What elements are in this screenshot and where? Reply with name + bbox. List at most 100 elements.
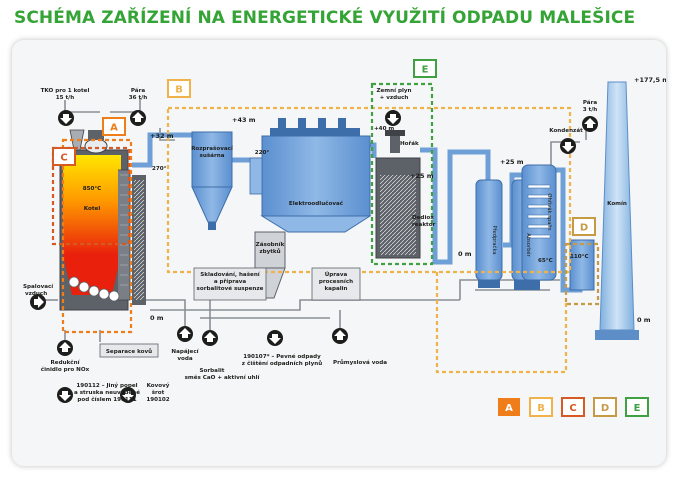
arrow-down-icon [58, 110, 74, 126]
svg-text:Zásobník: Zásobník [256, 241, 285, 248]
svg-text:sorbalitové suspenze: sorbalitové suspenze [197, 285, 264, 292]
svg-text:Dediox: Dediox [412, 215, 434, 221]
svg-text:Absorbér: Absorbér [525, 233, 532, 257]
svg-text:3 t/h: 3 t/h [583, 107, 598, 113]
boiler-kotel [59, 129, 146, 311]
tag-c: C [60, 153, 67, 164]
arrow-up-icon [130, 110, 146, 126]
arrow-up-icon [57, 340, 73, 356]
svg-text:voda: voda [177, 356, 192, 362]
svg-text:Sorbalit: Sorbalit [200, 368, 225, 374]
arrow-right-icon [30, 294, 46, 310]
svg-text:+32 m: +32 m [150, 132, 174, 140]
svg-text:Předpračka: Předpračka [491, 225, 498, 254]
svg-text:Ohřívák spalin: Ohřívák spalin [546, 193, 553, 230]
legend: A B C D E [498, 397, 649, 417]
section-box-d [564, 242, 600, 306]
flow-arrow-icons [30, 110, 598, 403]
svg-text:Skladování, hašení: Skladování, hašení [200, 271, 261, 278]
svg-text:15 t/h: 15 t/h [56, 95, 74, 101]
section-tags: A B C D E [52, 59, 596, 236]
tag-e: E [422, 65, 429, 76]
svg-text:a struska neuvedené: a struska neuvedené [74, 389, 140, 396]
svg-text:Kovový: Kovový [147, 382, 170, 389]
svg-text:+ vzduch: + vzduch [380, 95, 409, 101]
svg-text:Úprava: Úprava [325, 271, 348, 278]
svg-text:procesních: procesních [319, 278, 353, 285]
chimney [595, 81, 639, 340]
svg-text:0 m: 0 m [637, 316, 651, 324]
legend-b: B [537, 403, 545, 414]
electrostatic-precipitator [249, 118, 372, 233]
process-boxes [99, 267, 361, 358]
flue-gas-reheater [521, 164, 557, 281]
svg-text:Kotel: Kotel [84, 206, 101, 212]
page-title: SCHÉMA ZAŘÍZENÍ NA ENERGETICKÉ VYUŽITÍ O… [14, 8, 636, 28]
svg-text:z čištění odpadních plynů: z čištění odpadních plynů [242, 360, 322, 367]
svg-text:Průmyslová voda: Průmyslová voda [333, 359, 387, 366]
svg-text:+177,5 m: +177,5 m [634, 76, 666, 84]
svg-text:TKO pro 1 kotel: TKO pro 1 kotel [41, 88, 90, 94]
svg-text:a příprava: a příprava [214, 278, 247, 285]
section-boxes [51, 82, 600, 374]
svg-text:Pára: Pára [131, 87, 145, 94]
grate-rollers [68, 276, 120, 302]
tag-a: A [110, 123, 118, 134]
tag-d: D [580, 223, 588, 234]
svg-text:Spalovací: Spalovací [23, 283, 54, 290]
section-box-e [370, 82, 434, 266]
arrow-down-icon [560, 138, 576, 154]
arrow-up-icon [582, 116, 598, 132]
labels: TKO pro 1 kotel 15 t/h Pára 36 t/h +32 m… [23, 76, 666, 403]
section-box-a [61, 138, 133, 334]
section-box-b-extension [435, 272, 568, 374]
svg-text:Redukční: Redukční [50, 359, 80, 366]
svg-text:vzduch: vzduch [25, 291, 47, 297]
svg-text:sušárna: sušárna [200, 152, 225, 159]
diagram-panel: A B C D E TKO pro 1 kotel 15 t/h Pára [12, 40, 666, 466]
svg-text:Napájecí: Napájecí [171, 348, 199, 355]
section-box-b [166, 106, 572, 274]
arrow-down-icon [57, 387, 73, 403]
svg-text:65°C: 65°C [538, 258, 553, 264]
svg-text:+25 m: +25 m [410, 172, 434, 180]
arrow-up-icon [332, 328, 348, 344]
svg-text:Rozprašovací: Rozprašovací [191, 145, 234, 152]
arrow-up-icon [202, 330, 218, 346]
svg-text:kapalin: kapalin [324, 286, 347, 292]
tag-b: B [175, 85, 183, 96]
svg-text:Zemní plyn: Zemní plyn [376, 87, 411, 94]
svg-text:110°C: 110°C [570, 254, 589, 260]
heat-exchanger [569, 239, 595, 291]
svg-text:Komín: Komín [607, 200, 627, 207]
legend-e: E [634, 403, 641, 414]
svg-text:0 m: 0 m [150, 314, 164, 322]
svg-text:reaktor: reaktor [412, 222, 436, 228]
svg-text:220°: 220° [255, 150, 270, 156]
svg-text:směs CaO + aktivní uhlí: směs CaO + aktivní uhlí [185, 374, 261, 381]
svg-text:Kondenzát: Kondenzát [549, 127, 583, 134]
svg-text:Elektroodlučovač: Elektroodlučovač [289, 200, 343, 207]
arrow-down-icon [385, 110, 401, 126]
svg-text:36 t/h: 36 t/h [129, 95, 147, 101]
svg-text:190112 – Jiný popel: 190112 – Jiný popel [76, 382, 137, 389]
svg-text:Separace kovů: Separace kovů [106, 348, 152, 355]
svg-text:270°: 270° [152, 166, 167, 172]
svg-text:190102: 190102 [146, 397, 169, 403]
legend-c: C [569, 403, 576, 414]
arrow-down-icon [267, 330, 283, 346]
arrow-up-icon [177, 326, 193, 342]
svg-text:0 m: 0 m [458, 250, 472, 258]
svg-text:pod číslem 190111: pod číslem 190111 [77, 396, 136, 403]
svg-text:Hořák: Hořák [400, 140, 419, 147]
plant-schematic: A B C D E TKO pro 1 kotel 15 t/h Pára [23, 59, 666, 417]
arrow-down-icon [120, 387, 136, 403]
svg-text:zbytků: zbytků [259, 248, 280, 255]
spray-dryer [191, 131, 233, 230]
section-box-c [51, 146, 131, 246]
svg-text:šrot: šrot [152, 389, 165, 396]
svg-text:činidlo pro NOx: činidlo pro NOx [41, 366, 90, 373]
svg-text:850°C: 850°C [83, 186, 102, 192]
svg-text:190107* – Pevné odpady: 190107* – Pevné odpady [243, 353, 321, 360]
svg-text:+43 m: +43 m [232, 116, 256, 124]
